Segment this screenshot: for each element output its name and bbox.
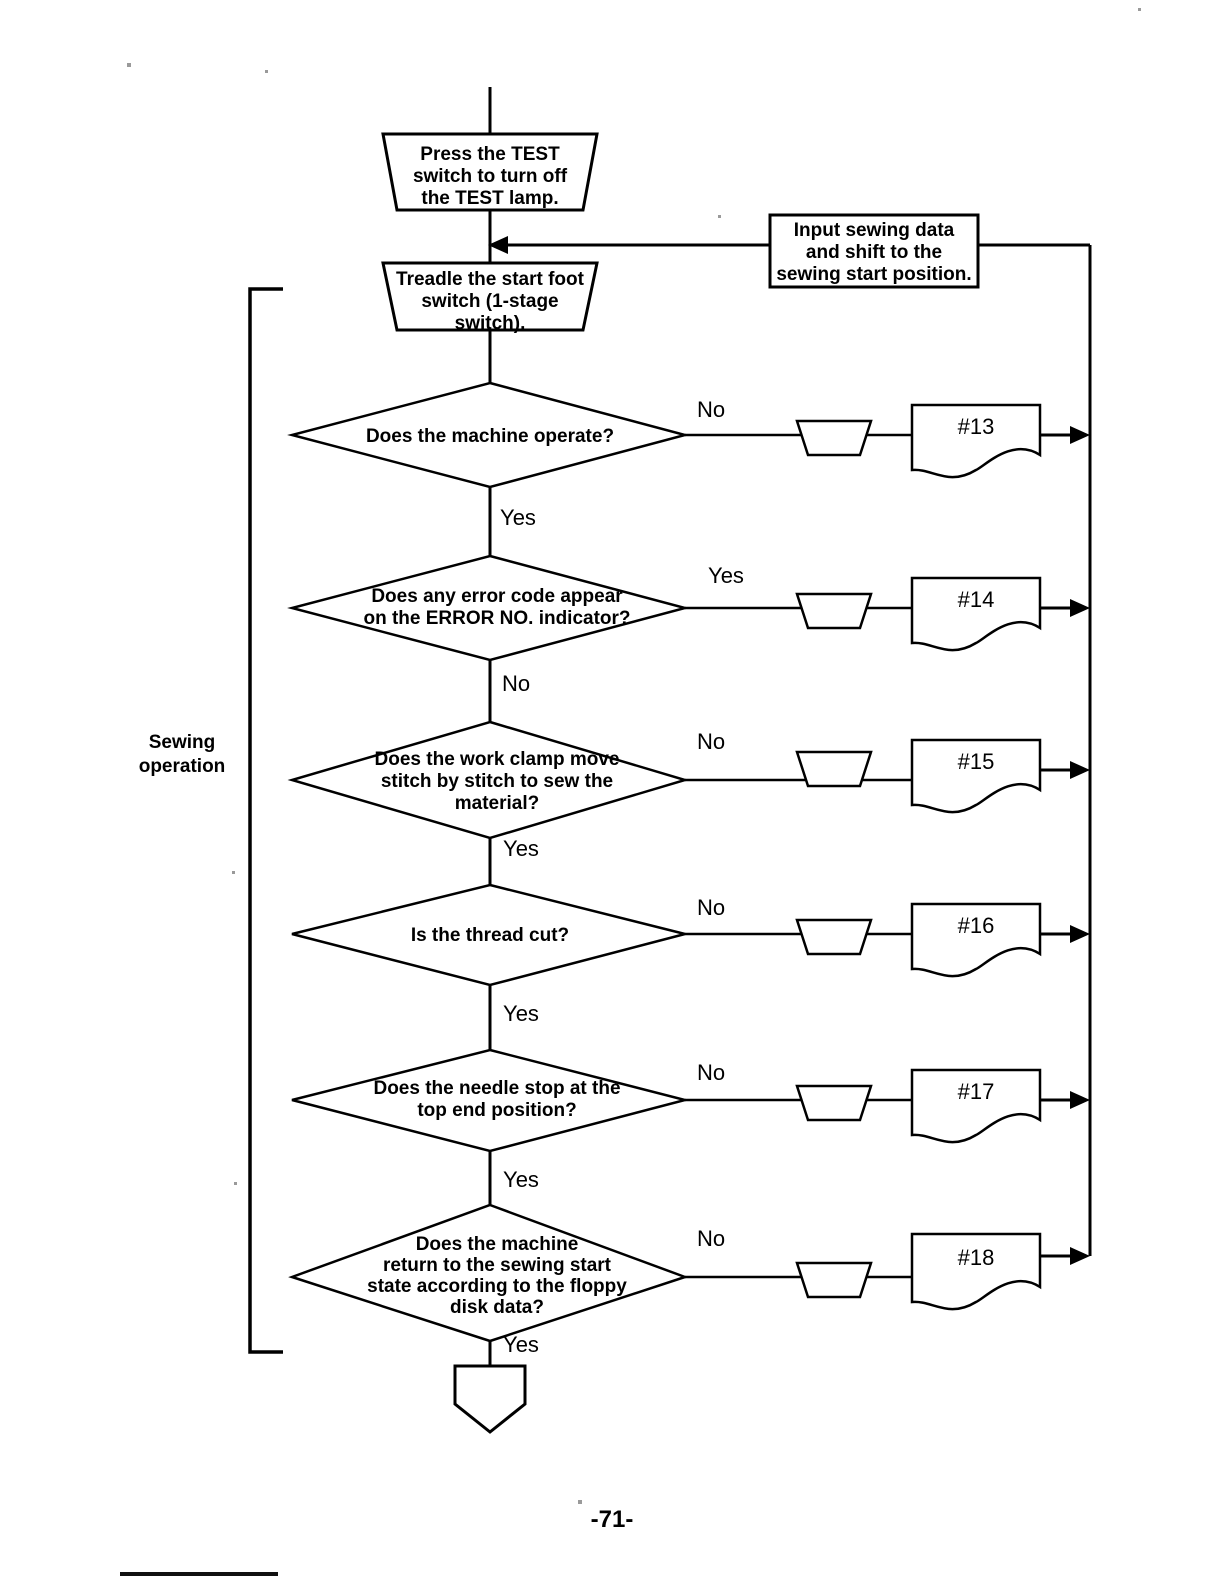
decision-work-clamp-line1: Does the work clamp move xyxy=(375,749,620,770)
branch-label-d4-side: No xyxy=(697,895,725,920)
reference-label-17: #17 xyxy=(958,1079,995,1104)
sewing-operation-bracket xyxy=(248,287,283,1354)
branch-label-d3-down: Yes xyxy=(503,836,539,861)
node-treadle-line2: switch (1-stage xyxy=(421,291,558,312)
node-input-sewing-data-line2: and shift to the xyxy=(806,242,942,263)
scan-speck xyxy=(232,871,235,874)
branch-label-d5-side: No xyxy=(697,1060,725,1085)
decision-work-clamp-line2: stitch by stitch to sew the xyxy=(381,771,613,792)
node-press-test-switch xyxy=(381,132,599,212)
arrowhead-ref16 xyxy=(1070,925,1090,943)
reference-label-18: #18 xyxy=(958,1245,995,1270)
arrowhead-ref15 xyxy=(1070,761,1090,779)
decision-error-code-line2: on the ERROR NO. indicator? xyxy=(363,608,630,629)
offpage-connector-d5 xyxy=(795,1084,873,1122)
branch-label-d4-down: Yes xyxy=(503,1001,539,1026)
node-input-sewing-data-line3: sewing start position. xyxy=(776,264,971,285)
node-press-test-switch-line3: the TEST lamp. xyxy=(421,188,558,209)
node-press-test-switch-line2: switch to turn off xyxy=(413,166,568,187)
node-treadle-start-foot-switch xyxy=(381,261,599,332)
group-label-line1: Sewing xyxy=(149,732,216,753)
decision-machine-operate-line1: Does the machine operate? xyxy=(366,426,614,447)
decision-return-line3: state according to the floppy xyxy=(367,1276,627,1297)
decision-error-code-line1: Does any error code appear xyxy=(371,586,623,607)
reference-document-16 xyxy=(910,902,1042,978)
reference-label-13: #13 xyxy=(958,414,995,439)
decision-work-clamp-line3: material? xyxy=(455,793,539,814)
offpage-connector-d2 xyxy=(795,592,873,630)
scan-edge-mark xyxy=(120,1572,278,1576)
scan-speck xyxy=(718,215,721,218)
arrowhead-ref17 xyxy=(1070,1091,1090,1109)
branch-label-d1-side: No xyxy=(697,397,725,422)
branch-label-d2-down: No xyxy=(502,671,530,696)
decision-needle-stop-line1: Does the needle stop at the xyxy=(373,1078,620,1099)
branch-label-d6-down: Yes xyxy=(503,1332,539,1357)
decision-return-line2: return to the sewing start xyxy=(383,1255,612,1276)
reference-label-16: #16 xyxy=(958,913,995,938)
decision-return-line4: disk data? xyxy=(450,1297,544,1318)
offpage-connector-d1 xyxy=(795,419,873,457)
arrowhead-ref14 xyxy=(1070,599,1090,617)
node-terminator xyxy=(453,1364,527,1434)
decision-thread-cut-line1: Is the thread cut? xyxy=(411,925,569,946)
offpage-connector-d6 xyxy=(795,1261,873,1299)
reference-document-13 xyxy=(910,403,1042,479)
node-treadle-line3: switch). xyxy=(455,313,526,334)
branch-label-d3-side: No xyxy=(697,729,725,754)
branch-label-d5-down: Yes xyxy=(503,1167,539,1192)
offpage-connector-d4 xyxy=(795,918,873,956)
arrowhead-ref18 xyxy=(1070,1247,1090,1265)
node-input-sewing-data-line1: Input sewing data xyxy=(794,220,955,241)
branch-label-d6-side: No xyxy=(697,1226,725,1251)
node-input-sewing-data xyxy=(768,213,980,289)
decision-needle-stop-line2: top end position? xyxy=(417,1100,576,1121)
node-press-test-switch-line1: Press the TEST xyxy=(420,144,560,165)
reference-label-15: #15 xyxy=(958,749,995,774)
branch-label-d2-side: Yes xyxy=(708,563,744,588)
branch-label-d1-down: Yes xyxy=(500,505,536,530)
reference-label-14: #14 xyxy=(958,587,995,612)
scan-speck xyxy=(578,1500,582,1504)
scan-speck xyxy=(127,63,131,67)
group-label-line2: operation xyxy=(139,756,226,777)
decision-return-line1: Does the machine xyxy=(416,1234,579,1255)
offpage-connector-d3 xyxy=(795,750,873,788)
arrowhead-feedback-left xyxy=(488,236,508,254)
arrowhead-ref13 xyxy=(1070,426,1090,444)
reference-document-17 xyxy=(910,1068,1042,1144)
scan-speck xyxy=(234,1182,237,1185)
reference-document-14 xyxy=(910,576,1042,652)
reference-document-15 xyxy=(910,738,1042,814)
node-treadle-line1: Treadle the start foot xyxy=(396,269,585,290)
page-number: -71- xyxy=(591,1506,634,1533)
scan-speck xyxy=(1138,8,1141,11)
scan-speck xyxy=(265,70,268,73)
reference-document-18 xyxy=(910,1232,1042,1311)
